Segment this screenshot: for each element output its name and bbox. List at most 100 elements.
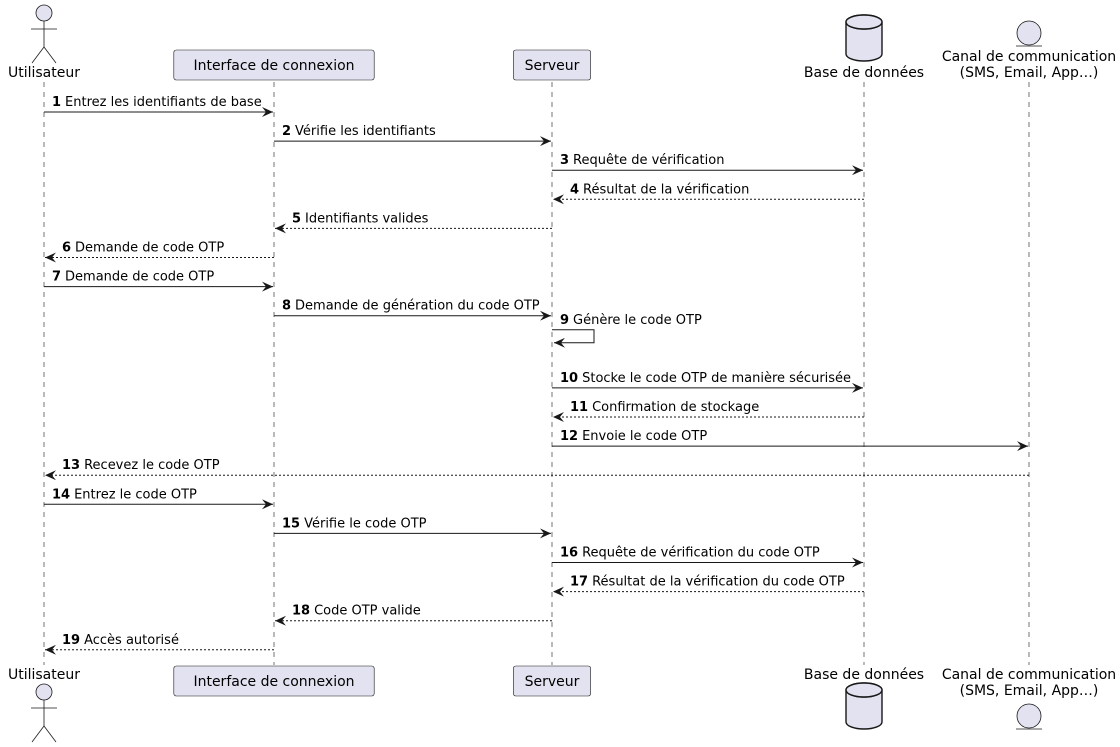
message-5: 5 Identifiants valides bbox=[275, 211, 552, 234]
participant-label: Canal de communication bbox=[942, 667, 1116, 683]
message-text: Requête de vérification bbox=[573, 153, 724, 168]
message-number: 7 bbox=[52, 270, 61, 285]
participant-box bbox=[512, 49, 591, 81]
participant-label: Utilisateur bbox=[8, 667, 80, 683]
message-18: 18 Code OTP valide bbox=[275, 604, 552, 626]
participant-channel-top: Canal de communication(SMS, Email, App…) bbox=[942, 20, 1116, 81]
participant-label-sub: (SMS, Email, App…) bbox=[960, 65, 1099, 81]
participant-ui-bottom: Interface de connexion bbox=[173, 665, 375, 697]
message-text: Demande de code OTP bbox=[65, 270, 214, 285]
message-text: Entrez le code OTP bbox=[74, 487, 197, 502]
message-label: 7 Demande de code OTP bbox=[52, 270, 214, 285]
message-label: 17 Résultat de la vérification du code OT… bbox=[570, 575, 845, 590]
participant-user-bottom: Utilisateur bbox=[8, 667, 80, 743]
message-label: 19 Accès autorisé bbox=[62, 633, 179, 648]
lifelines bbox=[43, 82, 1030, 665]
message-number: 3 bbox=[560, 153, 569, 168]
message-label: 16 Requête de vérification du code OTP bbox=[560, 546, 820, 561]
participant-label: Interface de connexion bbox=[193, 674, 354, 690]
message-12: 12 Envoie le code OTP bbox=[552, 429, 1028, 452]
message-8: 8 Demande de génération du code OTP bbox=[274, 299, 551, 321]
participant-ui-top: Interface de connexion bbox=[173, 49, 375, 81]
message-number: 15 bbox=[282, 516, 300, 531]
message-text: Envoie le code OTP bbox=[582, 429, 707, 444]
participant-label: Serveur bbox=[525, 58, 580, 74]
participant-label-sub: (SMS, Email, App…) bbox=[960, 683, 1099, 699]
message-text: Code OTP valide bbox=[314, 604, 421, 619]
message-3: 3 Requête de vérification bbox=[552, 153, 863, 176]
participant-server-top: Serveur bbox=[512, 49, 591, 81]
message-number: 19 bbox=[62, 633, 80, 648]
database-icon bbox=[845, 14, 883, 62]
participant-db-top: Base de données bbox=[804, 14, 924, 81]
message-text: Vérifie les identifiants bbox=[295, 124, 436, 139]
message-number: 16 bbox=[560, 546, 578, 561]
message-number: 14 bbox=[52, 487, 70, 502]
message-text: Requête de vérification du code OTP bbox=[582, 546, 820, 561]
participant-box bbox=[173, 49, 375, 81]
message-label: 13 Recevez le code OTP bbox=[62, 458, 220, 473]
message-number: 4 bbox=[570, 182, 579, 197]
participants-bottom: Utilisateur Interface de connexion Serveur… bbox=[8, 665, 1116, 743]
message-label: 5 Identifiants valides bbox=[292, 211, 429, 226]
message-label: 4 Résultat de la vérification bbox=[570, 182, 749, 197]
participant-label: Base de données bbox=[804, 667, 924, 683]
database-icon bbox=[845, 682, 883, 730]
message-label: 8 Demande de génération du code OTP bbox=[282, 299, 540, 314]
participants-top: Utilisateur Interface de connexion Serveur… bbox=[8, 4, 1116, 81]
participant-label: Canal de communication bbox=[942, 49, 1116, 65]
message-number: 18 bbox=[292, 604, 310, 619]
message-label: 12 Envoie le code OTP bbox=[560, 429, 707, 444]
message-9: 9 Génère le code OTP bbox=[552, 313, 702, 348]
message-text: Identifiants valides bbox=[305, 211, 429, 226]
participant-channel-bottom: Canal de communication(SMS, Email, App…) bbox=[942, 667, 1116, 730]
message-text: Confirmation de stockage bbox=[592, 400, 759, 415]
message-text: Entrez les identifiants de base bbox=[65, 95, 262, 110]
participant-label: Serveur bbox=[525, 674, 580, 690]
entity-icon bbox=[1016, 703, 1042, 730]
message-text: Résultat de la vérification du code OTP bbox=[592, 575, 845, 590]
message-7: 7 Demande de code OTP bbox=[44, 270, 273, 292]
message-text: Résultat de la vérification bbox=[583, 182, 749, 197]
message-number: 13 bbox=[62, 458, 80, 473]
message-number: 12 bbox=[560, 429, 578, 444]
message-text: Recevez le code OTP bbox=[84, 458, 220, 473]
participant-box bbox=[512, 665, 591, 697]
message-16: 16 Requête de vérification du code OTP bbox=[552, 546, 863, 568]
message-number: 9 bbox=[560, 313, 569, 328]
message-label: 18 Code OTP valide bbox=[292, 604, 421, 619]
message-number: 8 bbox=[282, 299, 291, 314]
actor-icon bbox=[31, 683, 57, 743]
message-text: Stocke le code OTP de manière sécurisée bbox=[582, 371, 851, 386]
message-17: 17 Résultat de la vérification du code OT… bbox=[553, 575, 864, 597]
entity-icon bbox=[1016, 20, 1042, 47]
message-label: 3 Requête de vérification bbox=[560, 153, 724, 168]
message-2: 2 Vérifie les identifiants bbox=[274, 124, 551, 147]
message-text: Demande de code OTP bbox=[75, 241, 224, 256]
participant-server-bottom: Serveur bbox=[512, 665, 591, 697]
message-number: 2 bbox=[282, 124, 291, 139]
message-14: 14 Entrez le code OTP bbox=[44, 487, 273, 510]
message-text: Accès autorisé bbox=[84, 633, 179, 648]
participant-user-top: Utilisateur bbox=[8, 4, 80, 81]
message-number: 17 bbox=[570, 575, 588, 590]
message-label: 9 Génère le code OTP bbox=[560, 313, 702, 328]
participant-label: Utilisateur bbox=[8, 65, 80, 81]
message-label: 2 Vérifie les identifiants bbox=[282, 124, 436, 139]
message-number: 5 bbox=[292, 211, 301, 226]
message-text: Demande de génération du code OTP bbox=[295, 299, 540, 314]
message-text: Génère le code OTP bbox=[573, 313, 702, 328]
participant-label: Interface de connexion bbox=[193, 58, 354, 74]
